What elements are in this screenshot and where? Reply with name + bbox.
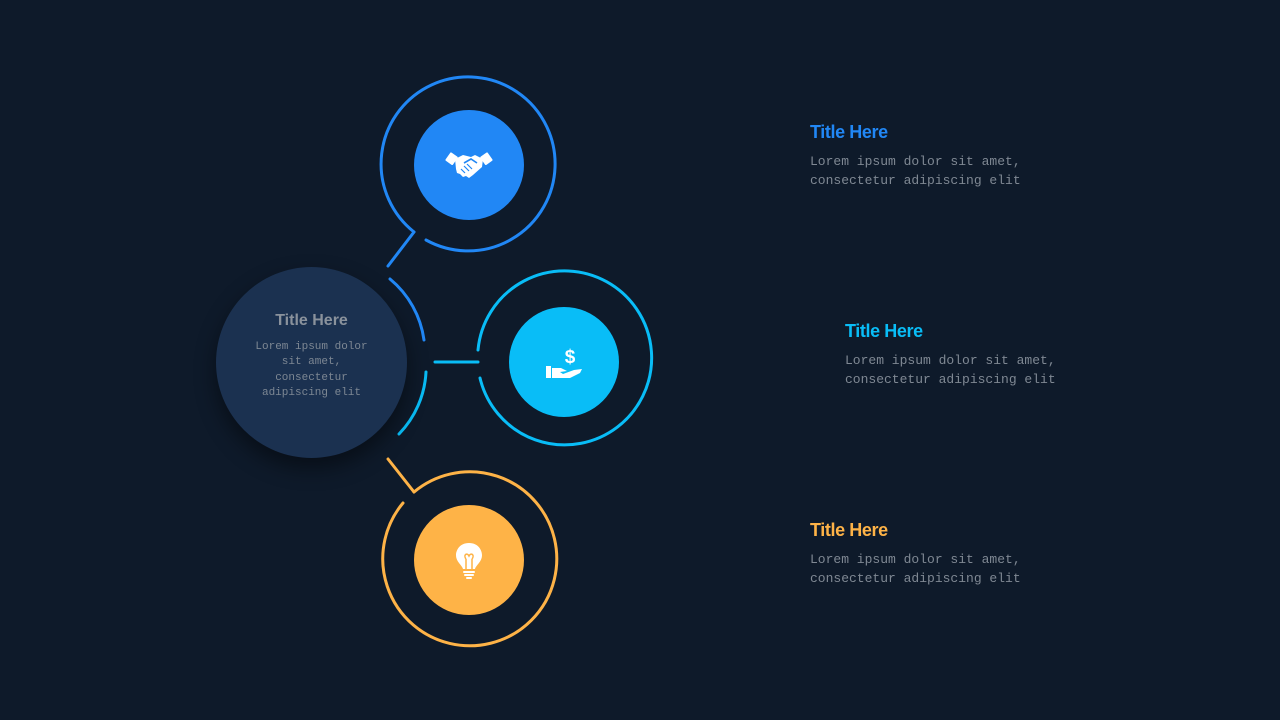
item-description-2: Lorem ipsum dolor sit amet, consectetur … [845,353,1056,387]
dollar-hand-icon: $ [546,347,582,378]
ring-top [379,75,557,253]
arc-bottom [397,370,428,436]
handshake-icon [445,152,493,178]
center-title: Title Here [275,311,348,329]
item-block-2: Title Here Lorem ipsum dolor sit amet, c… [845,321,1085,389]
node-circle-middle [509,307,619,417]
item-block-3: Title Here Lorem ipsum dolor sit amet, c… [810,520,1050,588]
lightbulb-icon [456,543,482,579]
ring-middle [476,269,654,447]
connector-bottom [386,457,416,494]
item-description-3: Lorem ipsum dolor sit amet, consectetur … [810,552,1021,586]
center-node: Title Here Lorem ipsum dolor sit amet, c… [216,267,407,458]
item-title-2: Title Here [845,321,923,341]
item-block-1: Title Here Lorem ipsum dolor sit amet, c… [810,122,1050,190]
item-title-1: Title Here [810,122,888,142]
svg-text:$: $ [565,347,576,368]
item-title-3: Title Here [810,520,888,540]
arc-top [388,277,426,342]
ring-bottom [381,470,559,648]
item-description-1: Lorem ipsum dolor sit amet, consectetur … [810,154,1021,188]
connector-top [386,230,416,268]
center-description: Lorem ipsum dolor sit amet, consectetur … [255,340,368,400]
